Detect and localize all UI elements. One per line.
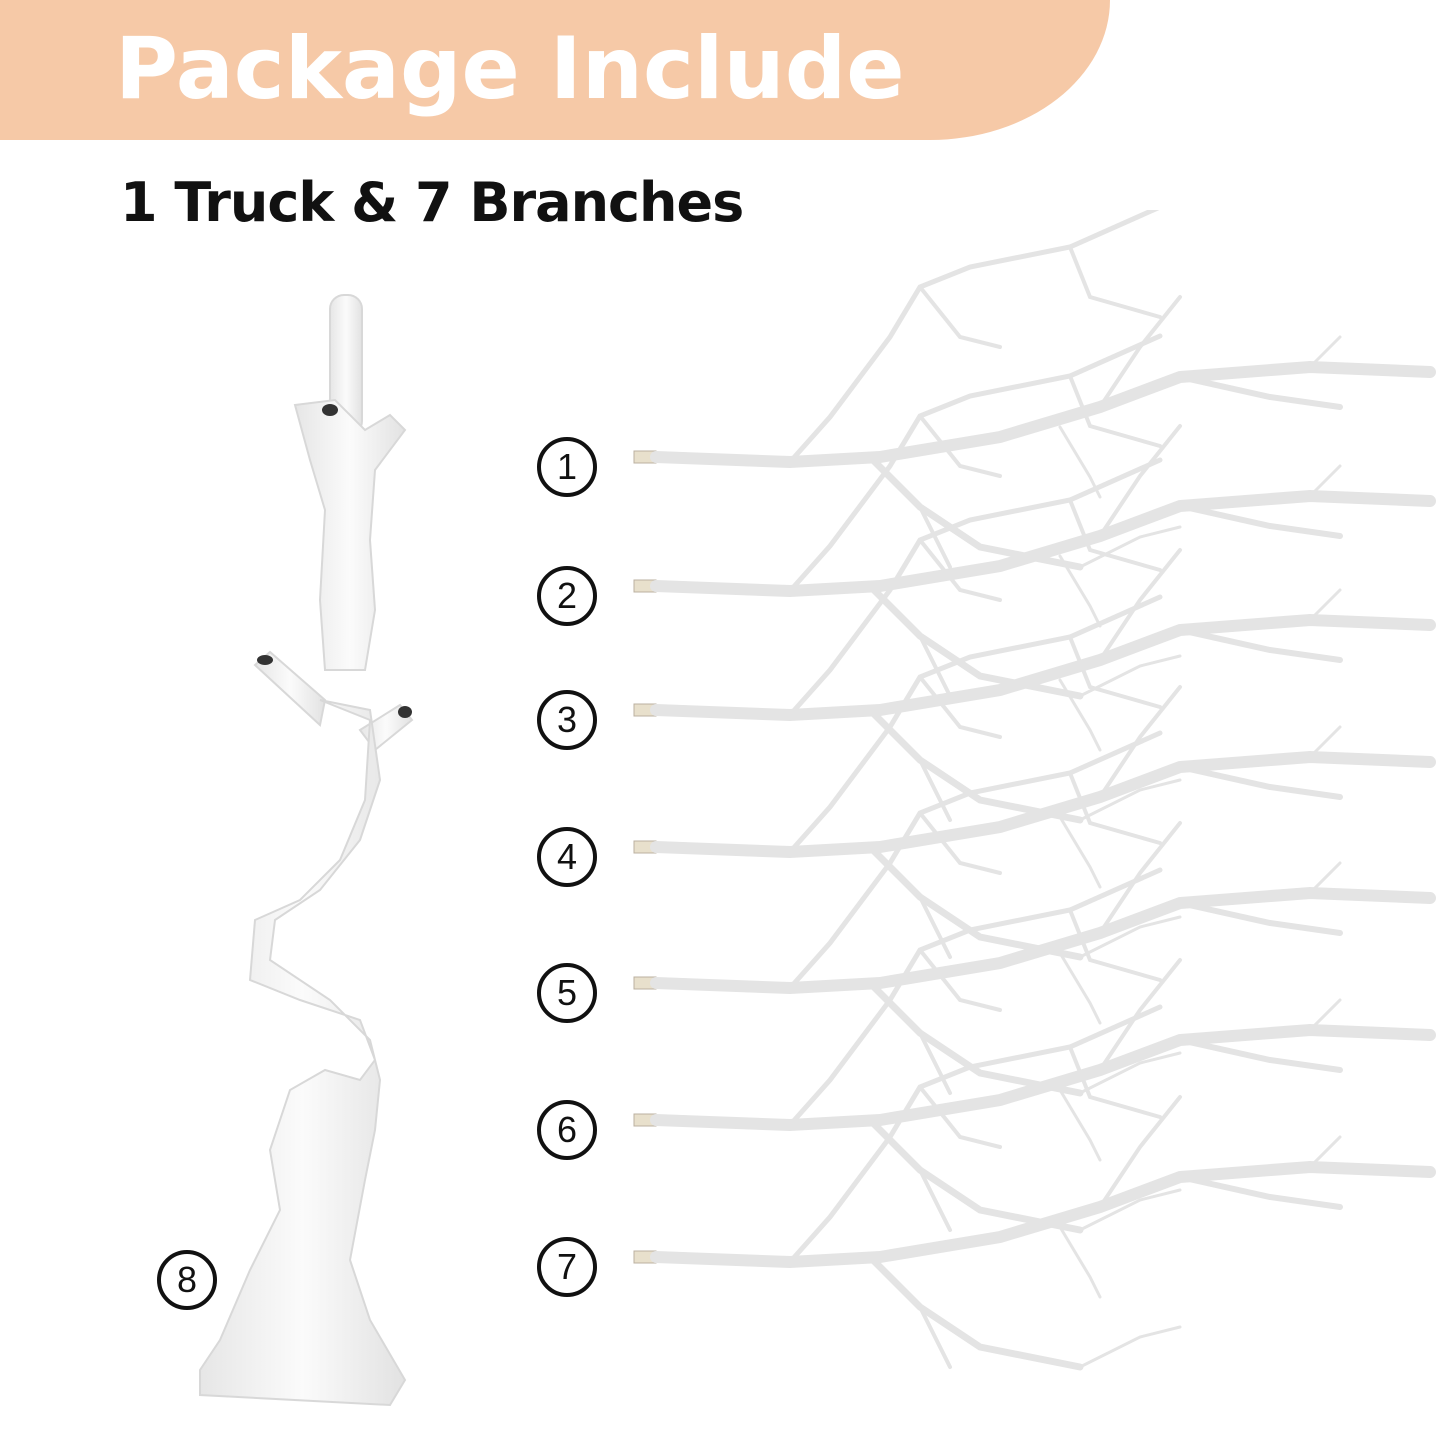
branch-number: 7 xyxy=(556,1246,578,1287)
branch-number: 3 xyxy=(556,699,578,740)
branch-number: 2 xyxy=(556,575,578,616)
trunk-number-label: 8 xyxy=(157,1250,217,1310)
branch-number: 5 xyxy=(556,972,578,1013)
branch-number: 4 xyxy=(556,836,578,877)
branch-number-label: 1 xyxy=(537,437,597,497)
header-banner: Package Include xyxy=(0,0,1110,140)
branch-number-label: 3 xyxy=(537,690,597,750)
tree-trunk-image xyxy=(199,294,414,1407)
branch-number-label: 4 xyxy=(537,827,597,887)
branch-number: 1 xyxy=(556,446,578,487)
branches-image xyxy=(620,210,1445,1444)
branch-number-label: 7 xyxy=(537,1237,597,1297)
branch-number-label: 5 xyxy=(537,963,597,1023)
banner-title: Package Include xyxy=(115,19,905,119)
branch-number-label: 6 xyxy=(537,1100,597,1160)
branch-number: 6 xyxy=(556,1109,578,1150)
branch-number-label: 2 xyxy=(537,566,597,626)
package-subtitle: 1 Truck & 7 Branches xyxy=(120,171,744,234)
trunk-number: 8 xyxy=(176,1259,198,1300)
